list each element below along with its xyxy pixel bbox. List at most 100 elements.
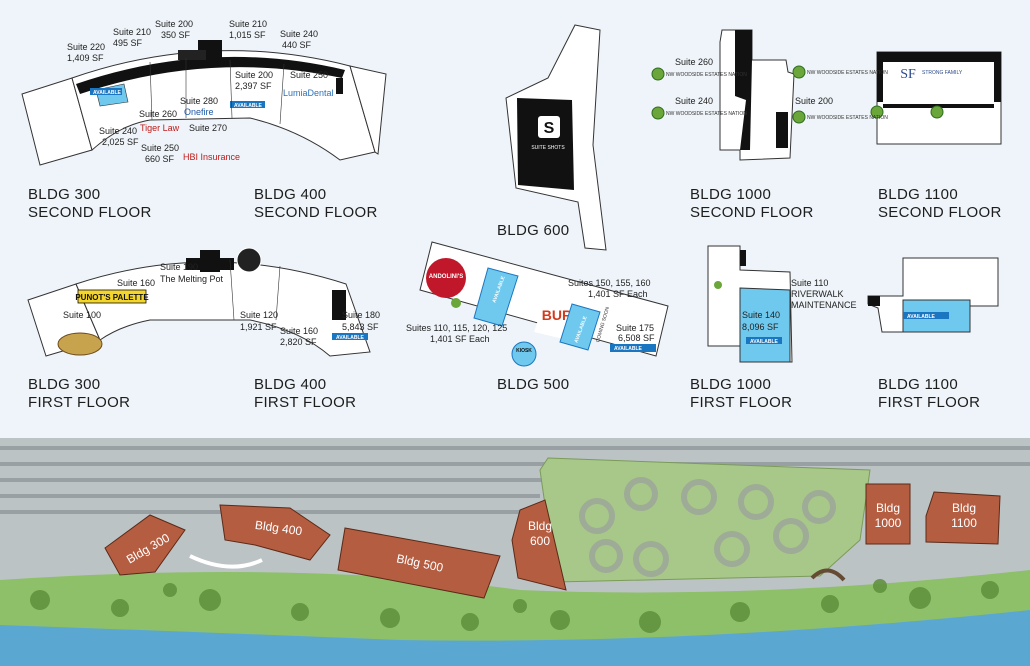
svg-text:Suite 110: Suite 110: [791, 278, 828, 288]
svg-text:AVAILABLE: AVAILABLE: [573, 315, 588, 344]
svg-text:1,401 SF Each: 1,401 SF Each: [588, 289, 648, 299]
svg-text:Suite 200: Suite 200: [235, 70, 273, 80]
site-bldg-1000-l1: Bldg: [876, 501, 900, 515]
bldg-1000-first-floor: AVAILABLE: [707, 245, 793, 363]
svg-text:NW WOODSIDE ESTATES NATION: NW WOODSIDE ESTATES NATION: [666, 72, 747, 78]
bldg-1100-second-floor: SF: [870, 51, 1002, 145]
site-bldg-600-l2: 600: [530, 534, 550, 548]
svg-text:Suite 260: Suite 260: [675, 57, 713, 67]
svg-text:COMING SOON: COMING SOON: [595, 306, 611, 343]
svg-text:NW WOODSIDE ESTATES NATION: NW WOODSIDE ESTATES NATION: [666, 111, 747, 117]
svg-text:495 SF: 495 SF: [113, 38, 143, 48]
svg-text:Suite 250: Suite 250: [141, 143, 179, 153]
svg-text:AVAILABLE: AVAILABLE: [614, 346, 643, 352]
svg-text:Suite 175: Suite 175: [616, 323, 654, 333]
svg-text:2,025 SF: 2,025 SF: [102, 137, 139, 147]
svg-text:Suite 260: Suite 260: [139, 109, 177, 119]
svg-text:Suite 200: Suite 200: [155, 19, 193, 29]
bldg-500-floor: ANDOLINI'S BURN AVAILABLE KIOSK: [419, 241, 669, 367]
svg-text:Suite 160: Suite 160: [280, 326, 318, 336]
svg-text:AVAILABLE: AVAILABLE: [336, 335, 365, 341]
svg-text:AVAILABLE: AVAILABLE: [907, 314, 936, 320]
site-bldg-1000-l2: 1000: [875, 516, 902, 530]
svg-text:Suite 160: Suite 160: [117, 278, 155, 288]
svg-text:5,843 SF: 5,843 SF: [342, 322, 379, 332]
svg-text:Suite 240: Suite 240: [280, 29, 318, 39]
svg-text:AVAILABLE: AVAILABLE: [234, 103, 263, 109]
label-suite-220: Suite 220: [67, 42, 105, 52]
melting-pot-logo: The Melting Pot: [160, 274, 224, 284]
svg-text:MAINTENANCE: MAINTENANCE: [791, 300, 857, 310]
svg-text:660 SF: 660 SF: [145, 154, 175, 164]
svg-text:8,096 SF: 8,096 SF: [742, 322, 779, 332]
svg-text:2,397 SF: 2,397 SF: [235, 81, 272, 91]
bldg-1000-second-floor: [651, 29, 806, 161]
svg-text:Suite 100: Suite 100: [63, 310, 101, 320]
b2-available-badge-2: [230, 101, 265, 108]
andolinis-logo: ANDOLINI'S: [429, 274, 463, 280]
svg-text:SF: SF: [900, 67, 916, 82]
svg-text:AVAILABLE: AVAILABLE: [93, 90, 122, 96]
onefire-logo: Onefire: [184, 107, 214, 117]
svg-text:Suite 190: Suite 190: [160, 262, 198, 272]
svg-text:2,820 SF: 2,820 SF: [280, 337, 317, 347]
svg-text:Suite 120: Suite 120: [240, 310, 278, 320]
svg-text:440 SF: 440 SF: [282, 40, 312, 50]
svg-text:RIVERWALK: RIVERWALK: [791, 289, 844, 299]
svg-text:KIOSK: KIOSK: [516, 348, 532, 354]
svg-text:350 SF: 350 SF: [161, 30, 191, 40]
svg-text:Suite 210: Suite 210: [229, 19, 267, 29]
suite-shots-logo: SUITE SHOTS: [531, 145, 565, 151]
svg-text:Suite 210: Suite 210: [113, 27, 151, 37]
bldg-300-400-second-floor: AVAILABLE AVAILABLE: [21, 40, 387, 166]
svg-text:Suite 270: Suite 270: [189, 123, 227, 133]
svg-text:Suite 240: Suite 240: [675, 96, 713, 106]
svg-text:Suites 150, 155, 160: Suites 150, 155, 160: [568, 278, 651, 288]
site-bldg-600-l1: Bldg: [528, 519, 552, 533]
lumia-dental-logo: LumiaDental: [283, 88, 334, 98]
svg-text:Suite 250: Suite 250: [290, 70, 328, 80]
svg-text:S: S: [544, 120, 555, 137]
svg-text:1,409 SF: 1,409 SF: [67, 53, 104, 63]
svg-text:NW WOODSIDE ESTATES NATION: NW WOODSIDE ESTATES NATION: [807, 70, 888, 76]
bldg-300-400-first-floor: AVAILABLE PUNOT'S PALETTE: [27, 247, 371, 357]
svg-text:Suite 180: Suite 180: [342, 310, 380, 320]
palette-logo: PUNOT'S PALETTE: [75, 293, 149, 302]
strong-family-logo: STRONG FAMILY: [922, 70, 963, 76]
svg-text:NW WOODSIDE ESTATES NATION: NW WOODSIDE ESTATES NATION: [807, 115, 888, 121]
svg-text:Suites 110, 115, 120, 125: Suites 110, 115, 120, 125: [406, 323, 507, 333]
b2-available-badge-1: [90, 88, 122, 95]
hbi-insurance-logo: HBI Insurance: [183, 152, 240, 162]
svg-text:6,508 SF: 6,508 SF: [618, 333, 655, 343]
svg-text:Suite 140: Suite 140: [742, 310, 780, 320]
aerial-site: [0, 438, 1030, 666]
svg-text:AVAILABLE: AVAILABLE: [491, 275, 506, 304]
title-bldg-600: BLDG 600: [497, 222, 570, 239]
site-bldg-400: Bldg 400: [254, 518, 303, 539]
svg-text:AVAILABLE: AVAILABLE: [750, 339, 779, 345]
svg-text:Suite 240: Suite 240: [99, 126, 137, 136]
svg-text:Suite 280: Suite 280: [180, 96, 218, 106]
site-bldg-1100-l1: Bldg: [952, 501, 976, 515]
bldg-1100-first-floor: AVAILABLE: [867, 257, 999, 333]
title-bldg-500: BLDG 500: [497, 376, 570, 393]
svg-text:1,015 SF: 1,015 SF: [229, 30, 266, 40]
svg-text:1,921 SF: 1,921 SF: [240, 322, 277, 332]
svg-text:Suite 200: Suite 200: [795, 96, 833, 106]
site-bldg-1100-l2: 1100: [951, 516, 977, 530]
tiger-law-logo: Tiger Law: [140, 123, 180, 133]
svg-text:1,401 SF Each: 1,401 SF Each: [430, 334, 490, 344]
svg-text:AVAILABLE: AVAILABLE: [941, 96, 970, 102]
